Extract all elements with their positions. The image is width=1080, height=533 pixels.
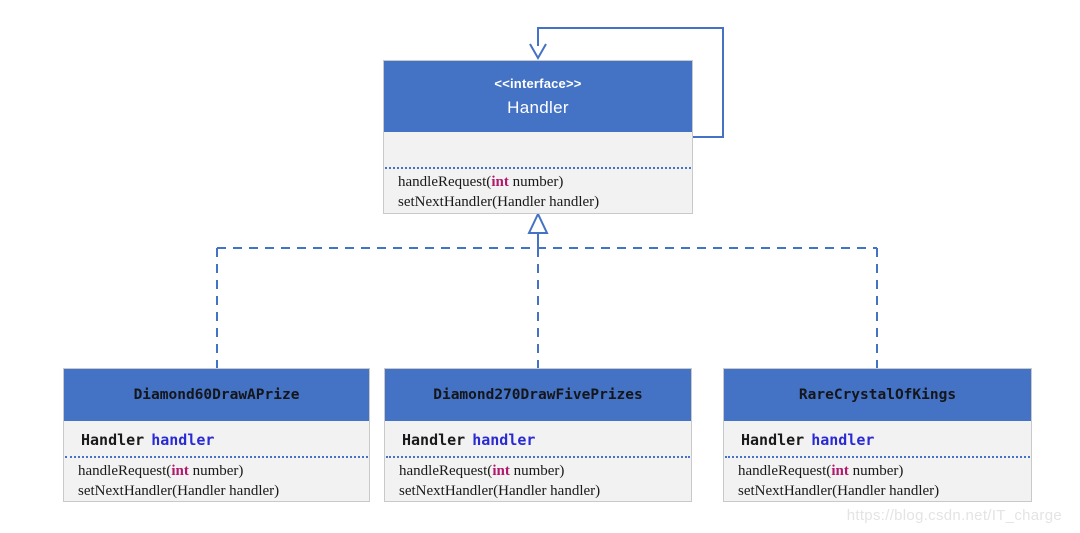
method-text: handleRequest(: [398, 174, 492, 190]
method-text: number): [508, 174, 564, 190]
method-text: setNextHandler(Handler handler): [78, 483, 280, 500]
method-handle-request: handleRequest(int number): [738, 461, 1031, 481]
self-association-line: [537, 27, 724, 138]
keyword-int: int: [491, 174, 509, 190]
class-header: Diamond60DrawAPrize: [64, 369, 369, 421]
class-name-label: Diamond270DrawFivePrizes: [433, 387, 643, 403]
interface-handler-header: <<interface>> Handler: [384, 61, 692, 132]
csdn-watermark: https://blog.csdn.net/IT_charge: [846, 507, 1062, 524]
class-diamond60drawaprize-box: Diamond60DrawAPrize Handler handler handl…: [63, 368, 370, 502]
method-set-next-handler: setNextHandler(Handler handler): [78, 481, 369, 501]
realization-triangle-icon: [527, 211, 549, 234]
field-name: handler: [472, 431, 536, 449]
interface-name-label: Handler: [507, 97, 569, 117]
method-handle-request: handleRequest(int number): [399, 461, 691, 481]
method-text: setNextHandler(Handler handler): [398, 194, 600, 211]
class-name-label: Diamond60DrawAPrize: [133, 387, 300, 403]
field-handler: Handler handler: [386, 421, 690, 458]
interface-attributes-section: [385, 132, 691, 169]
field-type: Handler: [741, 431, 805, 449]
field-handler: Handler handler: [725, 421, 1030, 458]
method-text: number): [509, 463, 565, 479]
keyword-int: int: [831, 463, 849, 479]
method-text: handleRequest(: [738, 463, 832, 479]
method-set-next-handler: setNextHandler(Handler handler): [399, 481, 691, 501]
class-name-label: RareCrystalOfKings: [798, 387, 957, 403]
field-name: handler: [151, 431, 215, 449]
interface-stereotype-label: <<interface>>: [494, 75, 582, 91]
interface-methods-section: handleRequest(int number) setNextHandler…: [384, 169, 692, 213]
method-set-next-handler: setNextHandler(Handler handler): [398, 192, 678, 212]
field-name: handler: [811, 431, 875, 449]
field-handler: Handler handler: [65, 421, 368, 458]
class-methods-section: handleRequest(int number) setNextHandler…: [385, 458, 691, 502]
keyword-int: int: [492, 463, 510, 479]
open-arrowhead-icon: [529, 43, 547, 61]
keyword-int: int: [171, 463, 189, 479]
method-text: number): [188, 463, 244, 479]
method-text: handleRequest(: [399, 463, 493, 479]
method-handle-request: handleRequest(int number): [78, 461, 369, 481]
method-set-next-handler: setNextHandler(Handler handler): [738, 481, 1031, 501]
field-type: Handler: [81, 431, 145, 449]
method-text: number): [848, 463, 904, 479]
method-handle-request: handleRequest(int number): [398, 172, 678, 192]
interface-handler-box: <<interface>> Handler handleRequest(int …: [383, 60, 693, 214]
method-text: setNextHandler(Handler handler): [738, 483, 940, 500]
class-header: RareCrystalOfKings: [724, 369, 1031, 421]
method-text: setNextHandler(Handler handler): [399, 483, 601, 500]
class-rarecrystalofkings-box: RareCrystalOfKings Handler handler handle…: [723, 368, 1032, 502]
method-text: handleRequest(: [78, 463, 172, 479]
class-methods-section: handleRequest(int number) setNextHandler…: [724, 458, 1031, 502]
field-type: Handler: [402, 431, 466, 449]
class-header: Diamond270DrawFivePrizes: [385, 369, 691, 421]
class-methods-section: handleRequest(int number) setNextHandler…: [64, 458, 369, 502]
